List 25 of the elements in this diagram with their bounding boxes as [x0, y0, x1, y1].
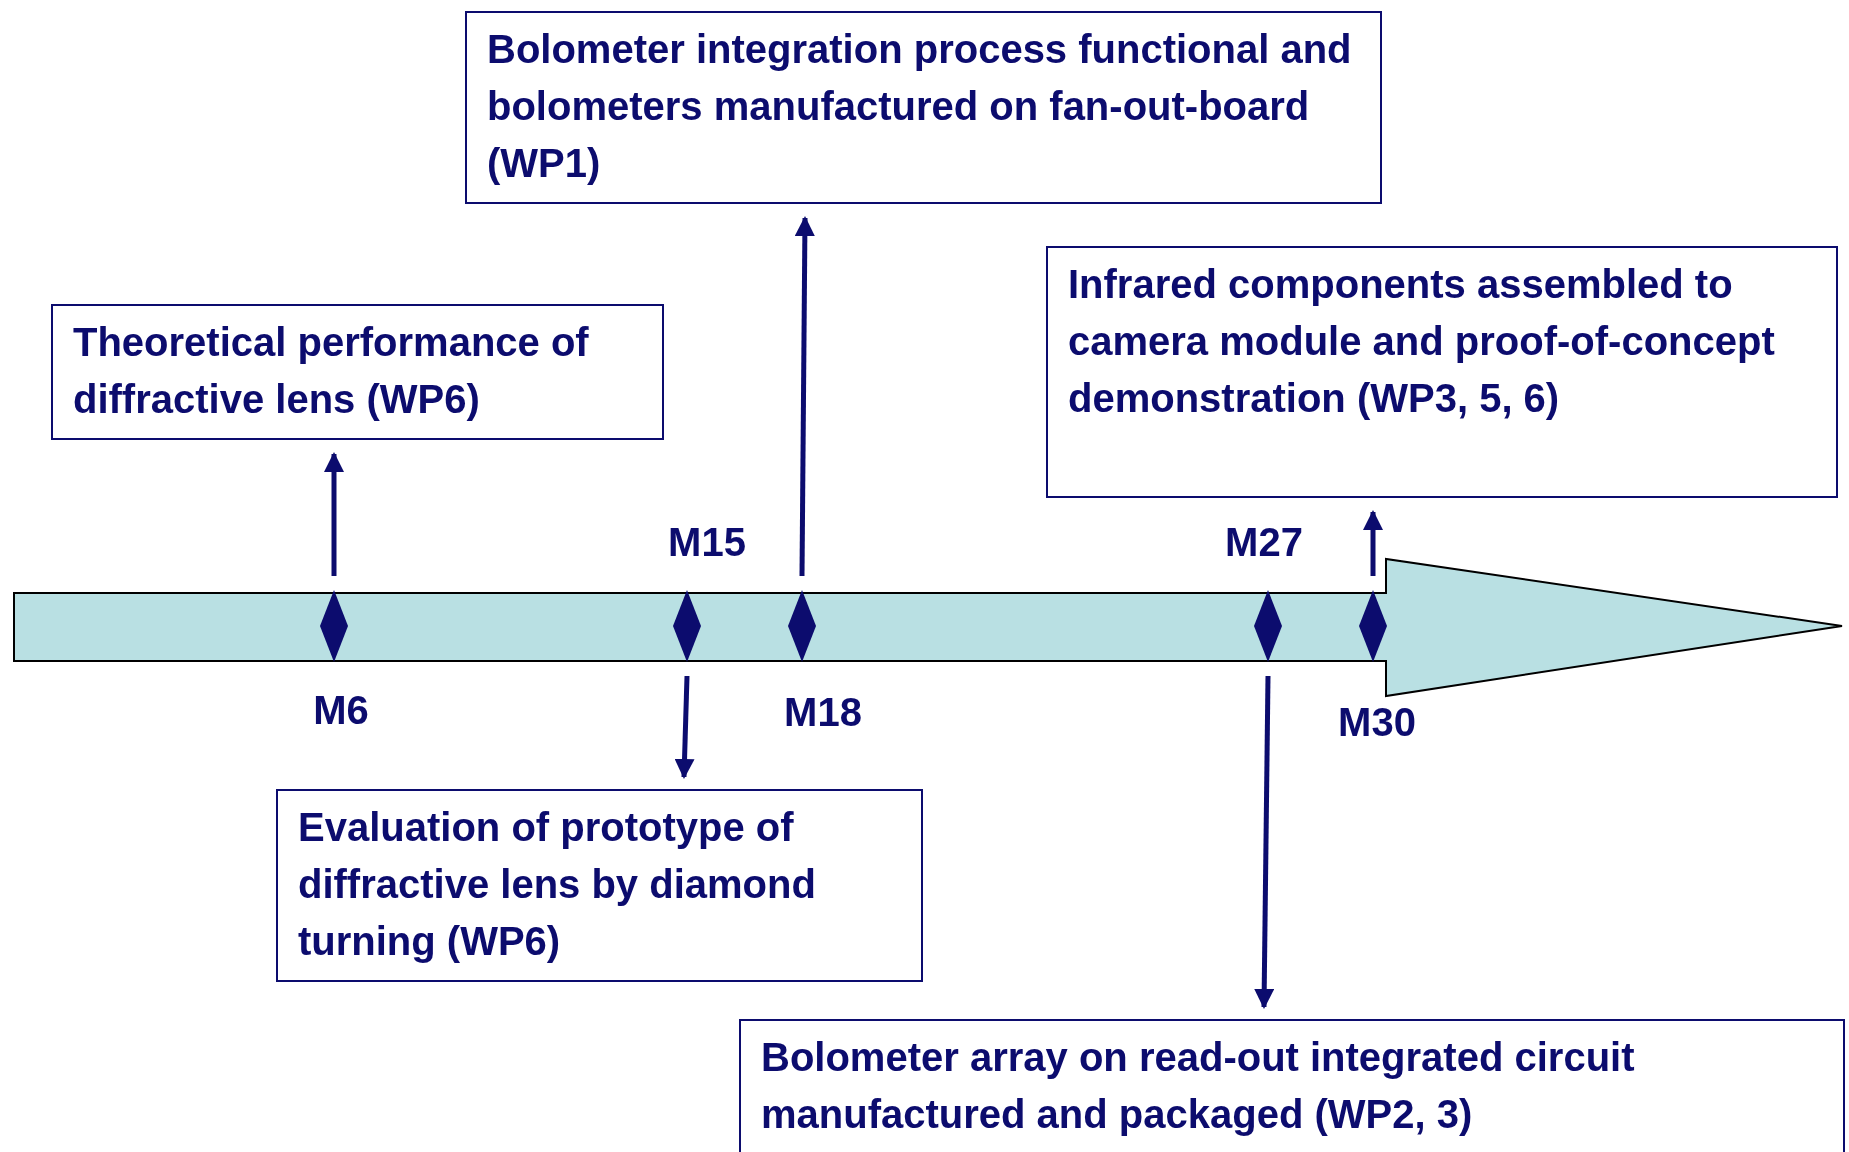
milestone-description: Bolometer integration process functional and bolometers manufactured on fan-out-board (WP1)	[487, 26, 1353, 187]
milestone-box	[739, 1019, 1845, 1152]
milestone-box	[276, 789, 923, 982]
milestone-box	[465, 11, 1382, 204]
milestone-diamond	[788, 590, 816, 662]
milestone-description: Infrared components assembled to camera module and proof-of-concept demonstration (WP3, 5, 6)	[1068, 261, 1776, 422]
milestone-description: Bolometer array on read-out integrated circuit manufactured and packaged (WP2, 3)	[761, 1034, 1636, 1138]
milestone-diamond	[673, 590, 701, 662]
milestone-label: M30	[1338, 700, 1416, 744]
milestone-diamond	[1254, 590, 1282, 662]
milestone-label: M15	[668, 520, 746, 564]
milestone-box	[1046, 246, 1838, 498]
milestone-description: Theoretical performance of diffractive lens (WP6)	[73, 319, 590, 423]
arrow	[1254, 675, 1275, 1009]
milestone-diamond	[320, 590, 348, 662]
milestone-label: M18	[784, 690, 862, 734]
arrow	[794, 216, 815, 576]
arrow	[1363, 510, 1383, 576]
milestone-description: Evaluation of prototype of diffractive lens by diamond turning (WP6)	[298, 804, 817, 965]
milestone-label: M6	[313, 688, 369, 732]
milestone-label: M27	[1225, 520, 1303, 564]
arrow	[324, 452, 344, 576]
milestone-box	[51, 304, 664, 440]
arrow	[674, 675, 695, 779]
milestone-diamond	[1359, 590, 1387, 662]
